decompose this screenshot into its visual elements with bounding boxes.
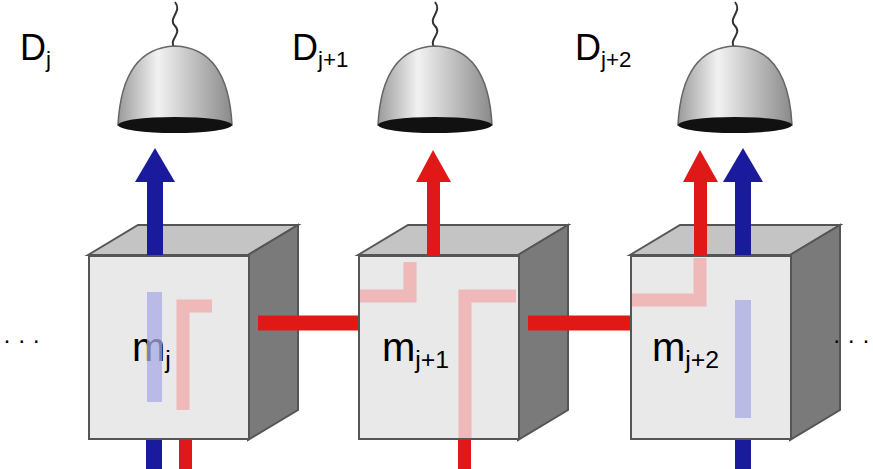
ellipsis-mark: · · · xyxy=(833,328,870,352)
module-label: mj+2 xyxy=(652,327,719,373)
coupling-bar xyxy=(528,323,630,324)
ellipsis-mark: · · · xyxy=(3,328,40,352)
detector xyxy=(118,2,792,133)
input-beams xyxy=(146,440,751,469)
coupling-bar xyxy=(258,323,358,324)
detector-label: Dj+1 xyxy=(292,30,348,71)
module-label: mj xyxy=(132,327,171,373)
cube-faces xyxy=(88,225,840,440)
detector-label: Dj+2 xyxy=(575,30,631,71)
cube-box: mj+2 xyxy=(630,255,792,440)
module-label: mj+1 xyxy=(382,327,449,373)
detector-label: Dj xyxy=(20,30,51,71)
cube-box: mj+1 xyxy=(358,255,520,440)
cube-box: mj xyxy=(88,255,250,440)
output-arrows xyxy=(135,148,763,255)
